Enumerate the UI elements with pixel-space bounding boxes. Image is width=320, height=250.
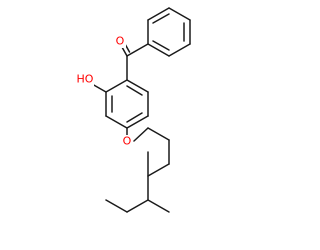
bond-r1-r2-inner [126,85,143,96]
atom-label-carbonyl-oxygen: O [114,35,126,48]
bond-r4-r5 [105,115,128,129]
hydroxyphenyl-ring [105,79,149,129]
bond-carbonyl-o-1 [121,47,128,57]
phenyl-ring-top [147,7,191,57]
carbonyl-group [121,43,149,81]
bond-c5-methyl [147,199,170,213]
bond-c5-c6 [126,199,149,213]
bond-c1-c2 [147,127,170,141]
bond-r3-r4 [126,115,149,129]
bond-c6-c7 [105,199,128,213]
bond-ring-hydroxyl [91,83,107,93]
atom-label-hydroxyl: HO [76,73,94,86]
bond-r6-r1 [105,79,128,93]
bond-ph6-ph1 [147,43,170,57]
ether-oxygen-label: O [123,135,132,148]
bond-ph5-ph6 [168,43,191,57]
dimethylhexyl-chain [105,127,170,213]
bond-ph2-ph3-inner [152,13,170,24]
bond-o-c1 [133,127,149,142]
bond-r1-r2 [126,79,149,93]
bond-ph1-carbonyl [126,43,149,57]
atom-label-ether-oxygen: O [121,135,133,148]
bond-ph2-ph3 [147,7,170,21]
carbonyl-oxygen-label: O [116,35,125,48]
bond-r3-r4-inner [126,112,143,123]
bond-ph3-ph4 [168,7,191,21]
hydroxyl-label: HO [77,73,94,86]
bond-ph6-ph1-inner [152,40,170,51]
benzophenone-structure-diagram: O HO O [76,7,191,213]
bond-c3-c4 [147,163,170,177]
